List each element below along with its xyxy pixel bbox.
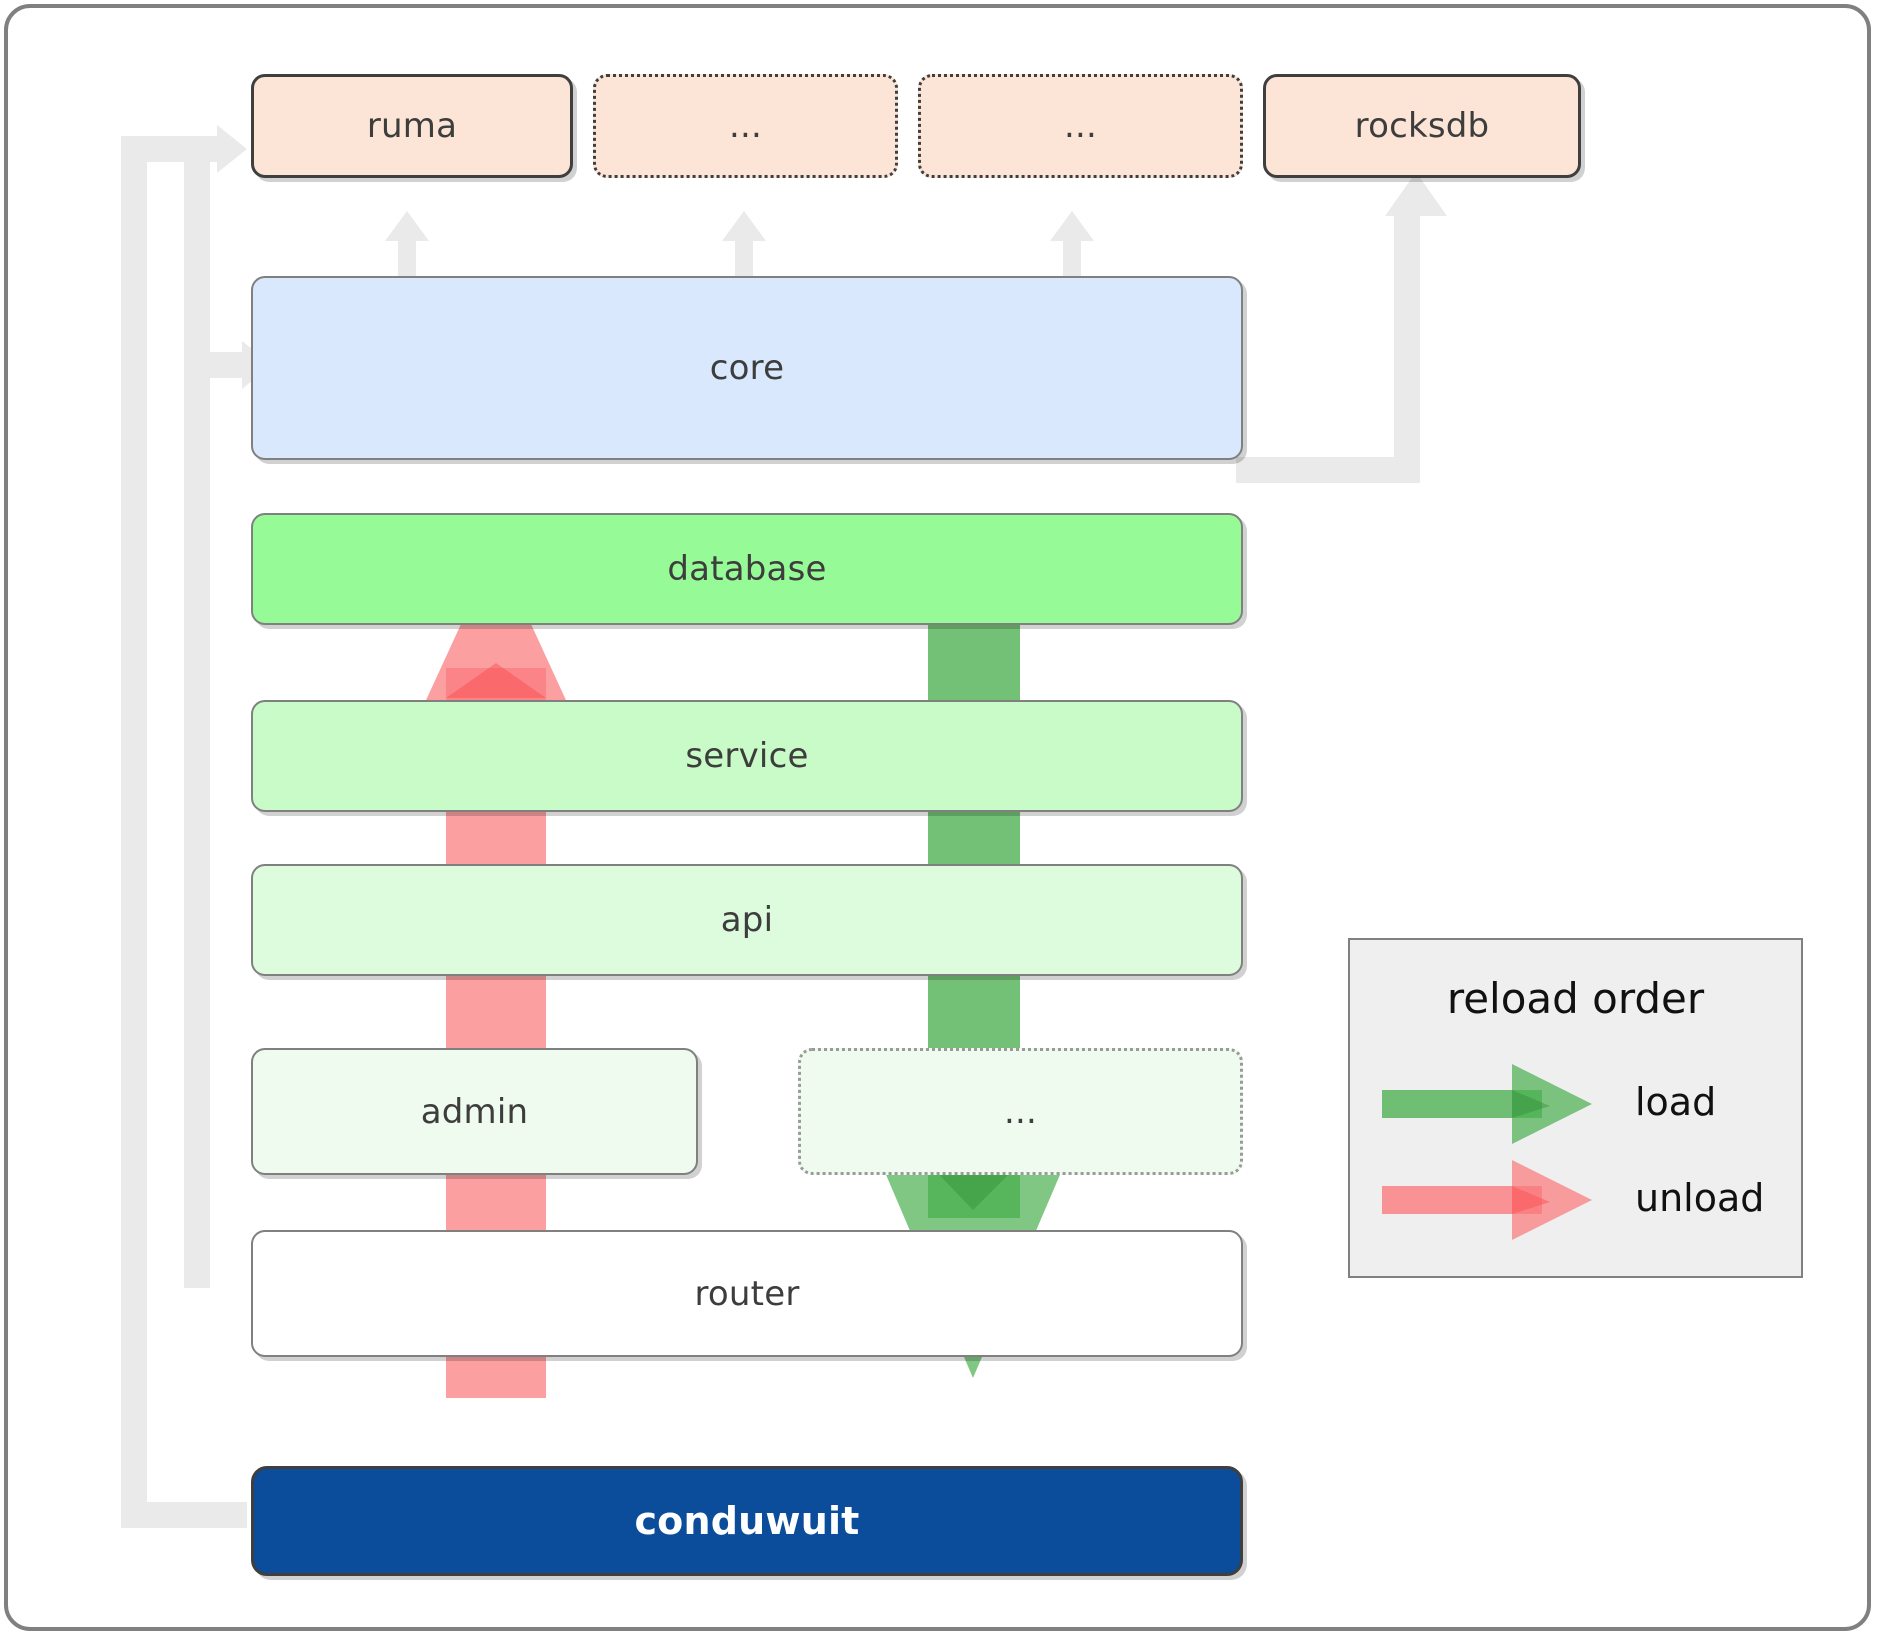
connector-database-to-rocksdb-h xyxy=(1236,457,1420,483)
node-core[interactable]: core xyxy=(251,276,1243,460)
node-layer-gap-label: ... xyxy=(1003,1091,1038,1132)
node-conduwuit[interactable]: conduwuit xyxy=(251,1466,1243,1576)
node-dep-gap2-label: ... xyxy=(1063,106,1098,146)
connector-spine-to-core xyxy=(184,352,250,378)
legend-box: reload order load unload xyxy=(1348,938,1803,1278)
node-database[interactable]: database xyxy=(251,513,1243,625)
node-layer-gap[interactable]: ... xyxy=(798,1048,1243,1175)
connector-database-to-rocksdb-v xyxy=(1394,215,1420,483)
node-conduwuit-label: conduwuit xyxy=(634,1499,860,1543)
diagram-canvas: ruma ... ... rocksdb core database servi… xyxy=(4,4,1871,1631)
node-dep-gap1[interactable]: ... xyxy=(593,74,898,178)
legend-unload-arrow-icon xyxy=(1382,1160,1592,1240)
arrowhead-core-to-ruma xyxy=(385,211,429,241)
node-router[interactable]: router xyxy=(251,1230,1243,1357)
node-ruma[interactable]: ruma xyxy=(251,74,573,178)
node-rocksdb[interactable]: rocksdb xyxy=(1263,74,1581,178)
legend-load-arrow-icon xyxy=(1382,1064,1592,1144)
arrowhead-core-to-dep2 xyxy=(1050,211,1094,241)
node-core-label: core xyxy=(709,348,785,388)
connector-core-to-dep1 xyxy=(735,241,753,281)
node-dep-gap2[interactable]: ... xyxy=(918,74,1243,178)
node-rocksdb-label: rocksdb xyxy=(1354,106,1490,146)
connector-conduwuit-spine xyxy=(121,136,147,1528)
arrowhead-core-to-dep1 xyxy=(722,211,766,241)
arrowhead-to-ruma xyxy=(217,125,247,173)
arrowhead-to-rocksdb xyxy=(1385,172,1447,216)
node-dep-gap1-label: ... xyxy=(728,106,763,146)
legend-load-label: load xyxy=(1635,1080,1717,1124)
node-admin-label: admin xyxy=(420,1091,529,1132)
node-api-label: api xyxy=(720,900,774,940)
node-service[interactable]: service xyxy=(251,700,1243,812)
node-api[interactable]: api xyxy=(251,864,1243,976)
connector-conduwuit-to-root xyxy=(121,1502,247,1528)
node-service-label: service xyxy=(685,736,809,776)
legend-title: reload order xyxy=(1446,974,1705,1023)
connector-core-to-ruma xyxy=(398,241,416,281)
node-admin[interactable]: admin xyxy=(251,1048,698,1175)
node-database-label: database xyxy=(667,549,827,589)
node-ruma-label: ruma xyxy=(366,106,458,146)
node-router-label: router xyxy=(694,1273,800,1314)
connector-inner-spine xyxy=(184,136,210,1288)
legend-unload-label: unload xyxy=(1635,1176,1765,1220)
connector-core-to-dep2 xyxy=(1063,241,1081,281)
